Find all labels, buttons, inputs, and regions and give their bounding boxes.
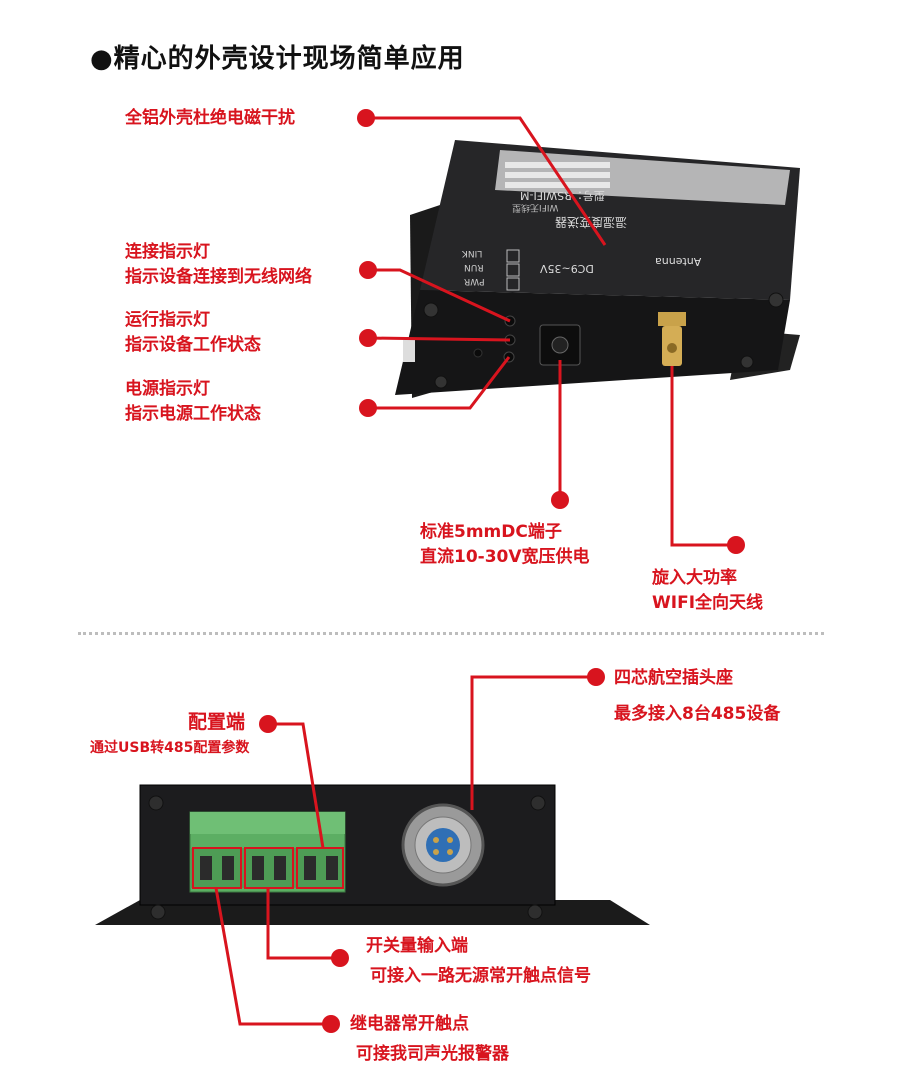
callout-dc-desc: 直流10-30V宽压供电: [420, 547, 590, 567]
callout-run-title: 运行指示灯: [125, 310, 210, 330]
callout-run-desc: 指示设备工作状态: [125, 335, 261, 355]
callout-pwr-title: 电源指示灯: [125, 379, 210, 399]
callout-switch-title: 开关量输入端: [366, 936, 468, 956]
callout-aviation-desc: 最多接入8台485设备: [614, 704, 781, 724]
callout-link-title: 连接指示灯: [125, 242, 210, 262]
callout-link-desc: 指示设备连接到无线网络: [125, 267, 312, 287]
callout-aviation-title: 四芯航空插头座: [614, 668, 733, 688]
callout-relay-title: 继电器常开触点: [350, 1014, 469, 1034]
section-divider: [78, 632, 824, 635]
callout-dc-title: 标准5mmDC端子: [420, 522, 562, 542]
callout-shell: 全铝外壳杜绝电磁干扰: [125, 108, 295, 128]
callout-switch-desc: 可接入一路无源常开触点信号: [370, 966, 591, 986]
callout-pwr-desc: 指示电源工作状态: [125, 404, 261, 424]
callout-config-title: 配置端: [188, 711, 246, 733]
callout-config-desc: 通过USB转485配置参数: [90, 740, 250, 756]
callout-ant-desc: WIFI全向天线: [652, 593, 764, 613]
page-title: ●精心的外壳设计现场简单应用: [90, 44, 465, 74]
callout-ant-title: 旋入大功率: [652, 568, 737, 588]
callout-relay-desc: 可接我司声光报警器: [356, 1044, 509, 1064]
